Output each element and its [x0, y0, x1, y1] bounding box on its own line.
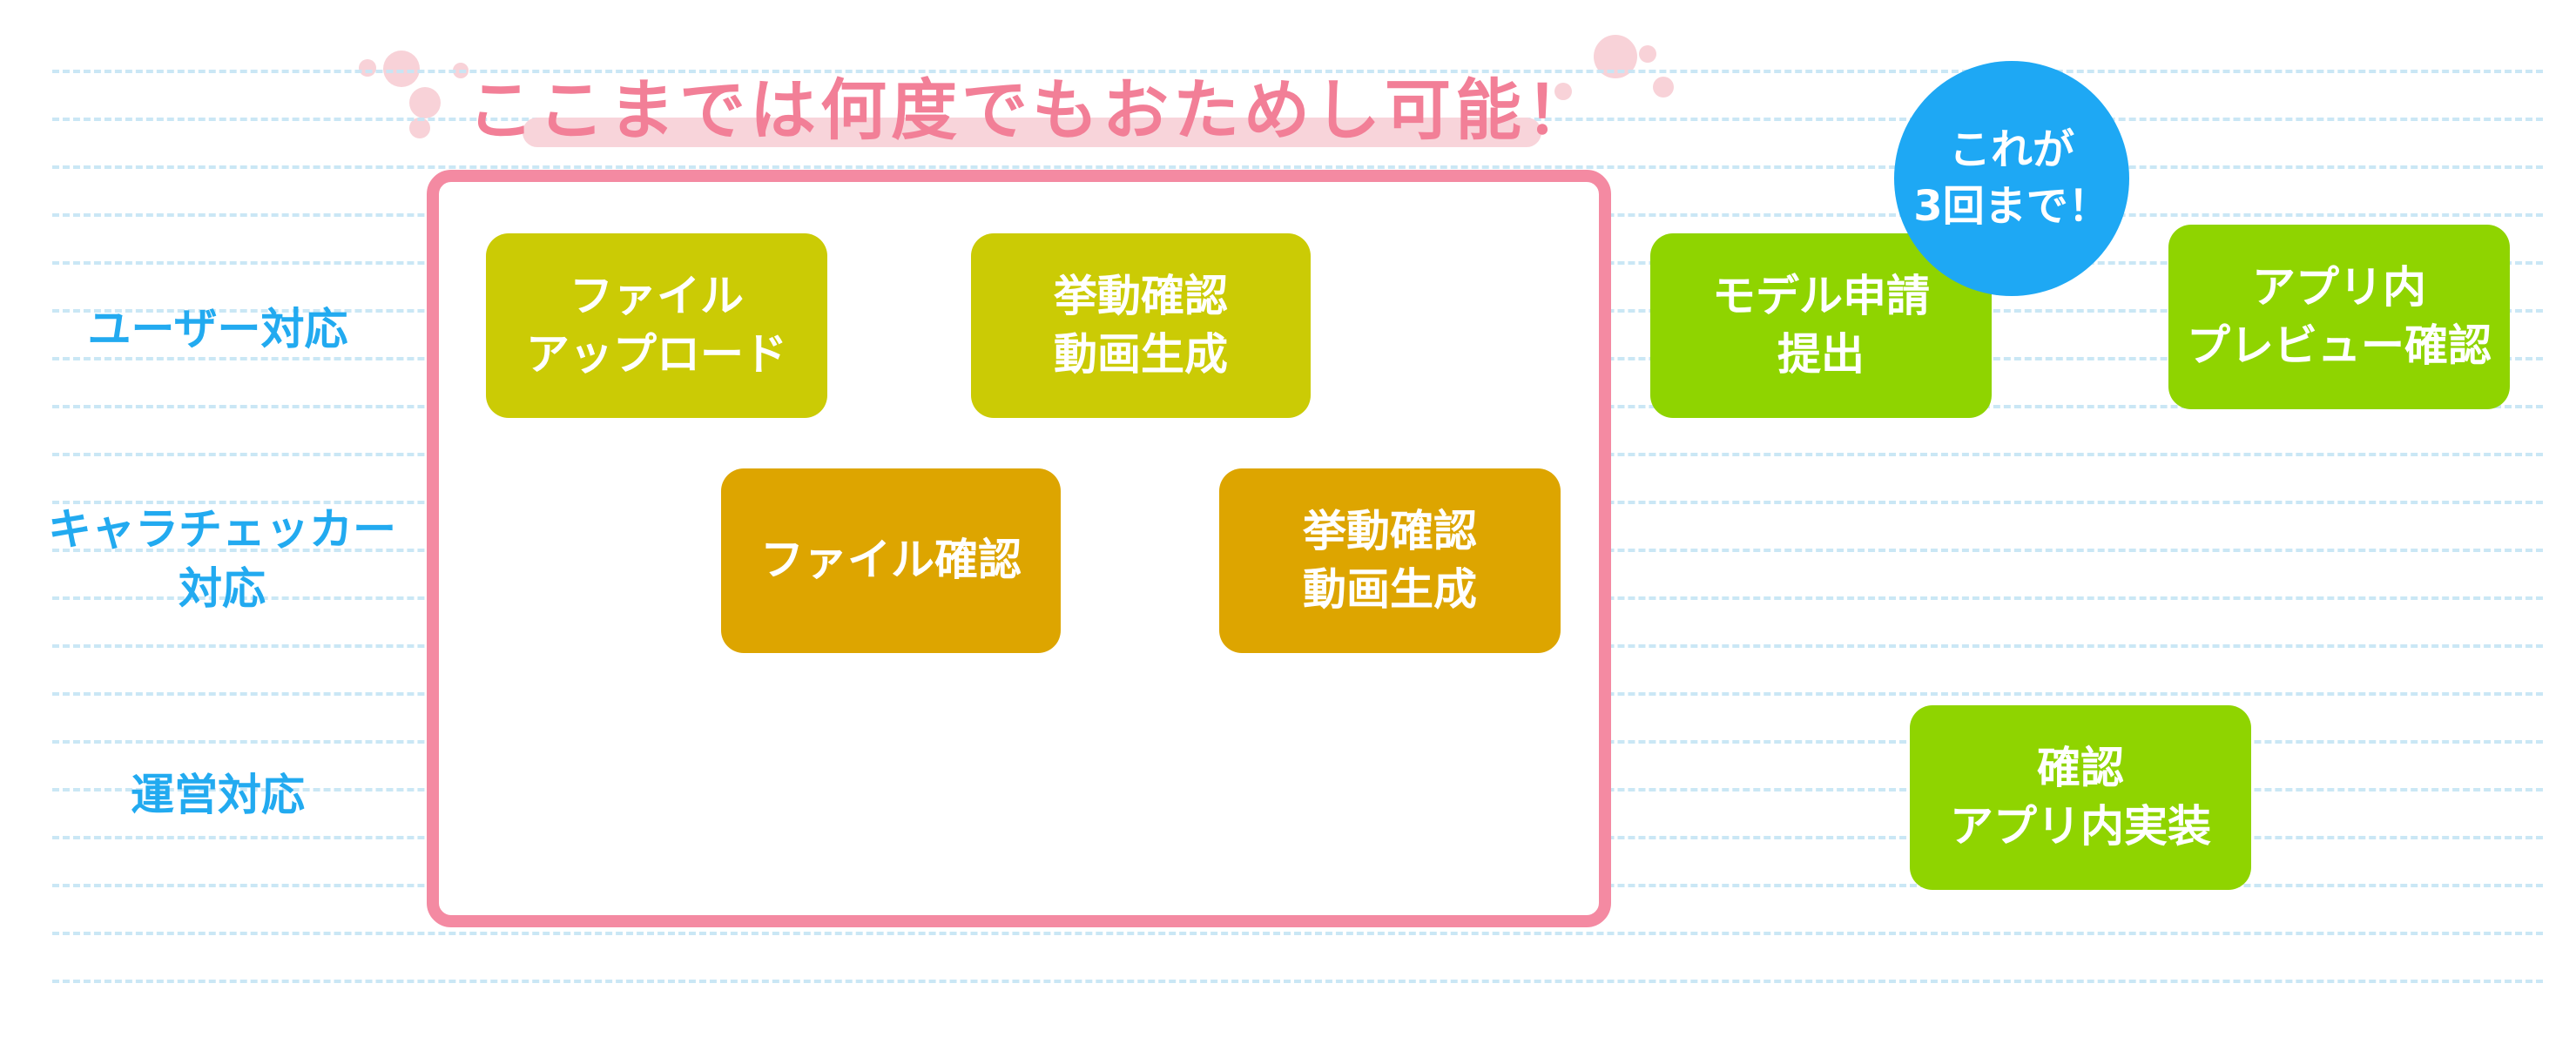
ruled-line [52, 165, 2543, 169]
decorative-dot [1639, 45, 1656, 63]
page-title: ここまでは何度でもおためし可能！ [468, 71, 1596, 149]
box-line: 提出 [1777, 329, 1865, 380]
bubble-line: 3回まで！ [1913, 182, 2110, 231]
box-line: 確認 [2037, 742, 2124, 793]
file-check-box: ファイル確認 [721, 468, 1061, 653]
lane-label-line: ユーザー対応 [87, 304, 348, 354]
box-line: モデル申請 [1712, 270, 1930, 321]
decorative-dot [1554, 83, 1572, 100]
decorative-dot [1653, 77, 1674, 98]
motion-video-checker-box: 挙動確認 動画生成 [1219, 468, 1561, 653]
motion-video-user-box: 挙動確認 動画生成 [971, 233, 1311, 418]
ruled-line [52, 980, 2543, 983]
file-upload-box: ファイル アップロード [486, 233, 827, 418]
box-line: 動画生成 [1054, 329, 1228, 380]
lane-label-operation: 運営対応 [61, 766, 374, 825]
three-times-bubble: これが 3回まで！ [1894, 61, 2129, 296]
bubble-line: これが [1948, 125, 2074, 175]
box-line: 挙動確認 [1054, 270, 1228, 321]
ruled-line [52, 932, 2543, 935]
box-line: ファイル [570, 270, 744, 321]
decorative-dot [409, 87, 441, 118]
title-highlight [523, 118, 1541, 147]
box-line: アプリ内 [2252, 261, 2426, 313]
box-line: 挙動確認 [1303, 505, 1477, 556]
lane-label-line: キャラチェッカー [48, 504, 396, 555]
lane-label-user: ユーザー対応 [61, 300, 374, 360]
ruled-line [52, 70, 2543, 73]
decorative-dot [409, 118, 430, 138]
lane-label-line: 対応 [179, 562, 266, 614]
box-line: プレビュー確認 [2187, 320, 2492, 371]
lane-label-line: 運営対応 [131, 770, 305, 820]
lane-label-checker: キャラチェッカー 対応 [26, 501, 418, 618]
app-implementation-box: 確認 アプリ内実装 [1910, 705, 2251, 890]
box-line: アプリ内実装 [1950, 801, 2211, 852]
app-preview-box: アプリ内 プレビュー確認 [2168, 225, 2510, 409]
box-line: 動画生成 [1303, 564, 1477, 615]
decorative-dot [383, 51, 420, 87]
decorative-dot [359, 59, 376, 77]
box-line: ファイル確認 [760, 535, 1022, 586]
box-line: アップロード [526, 329, 787, 380]
